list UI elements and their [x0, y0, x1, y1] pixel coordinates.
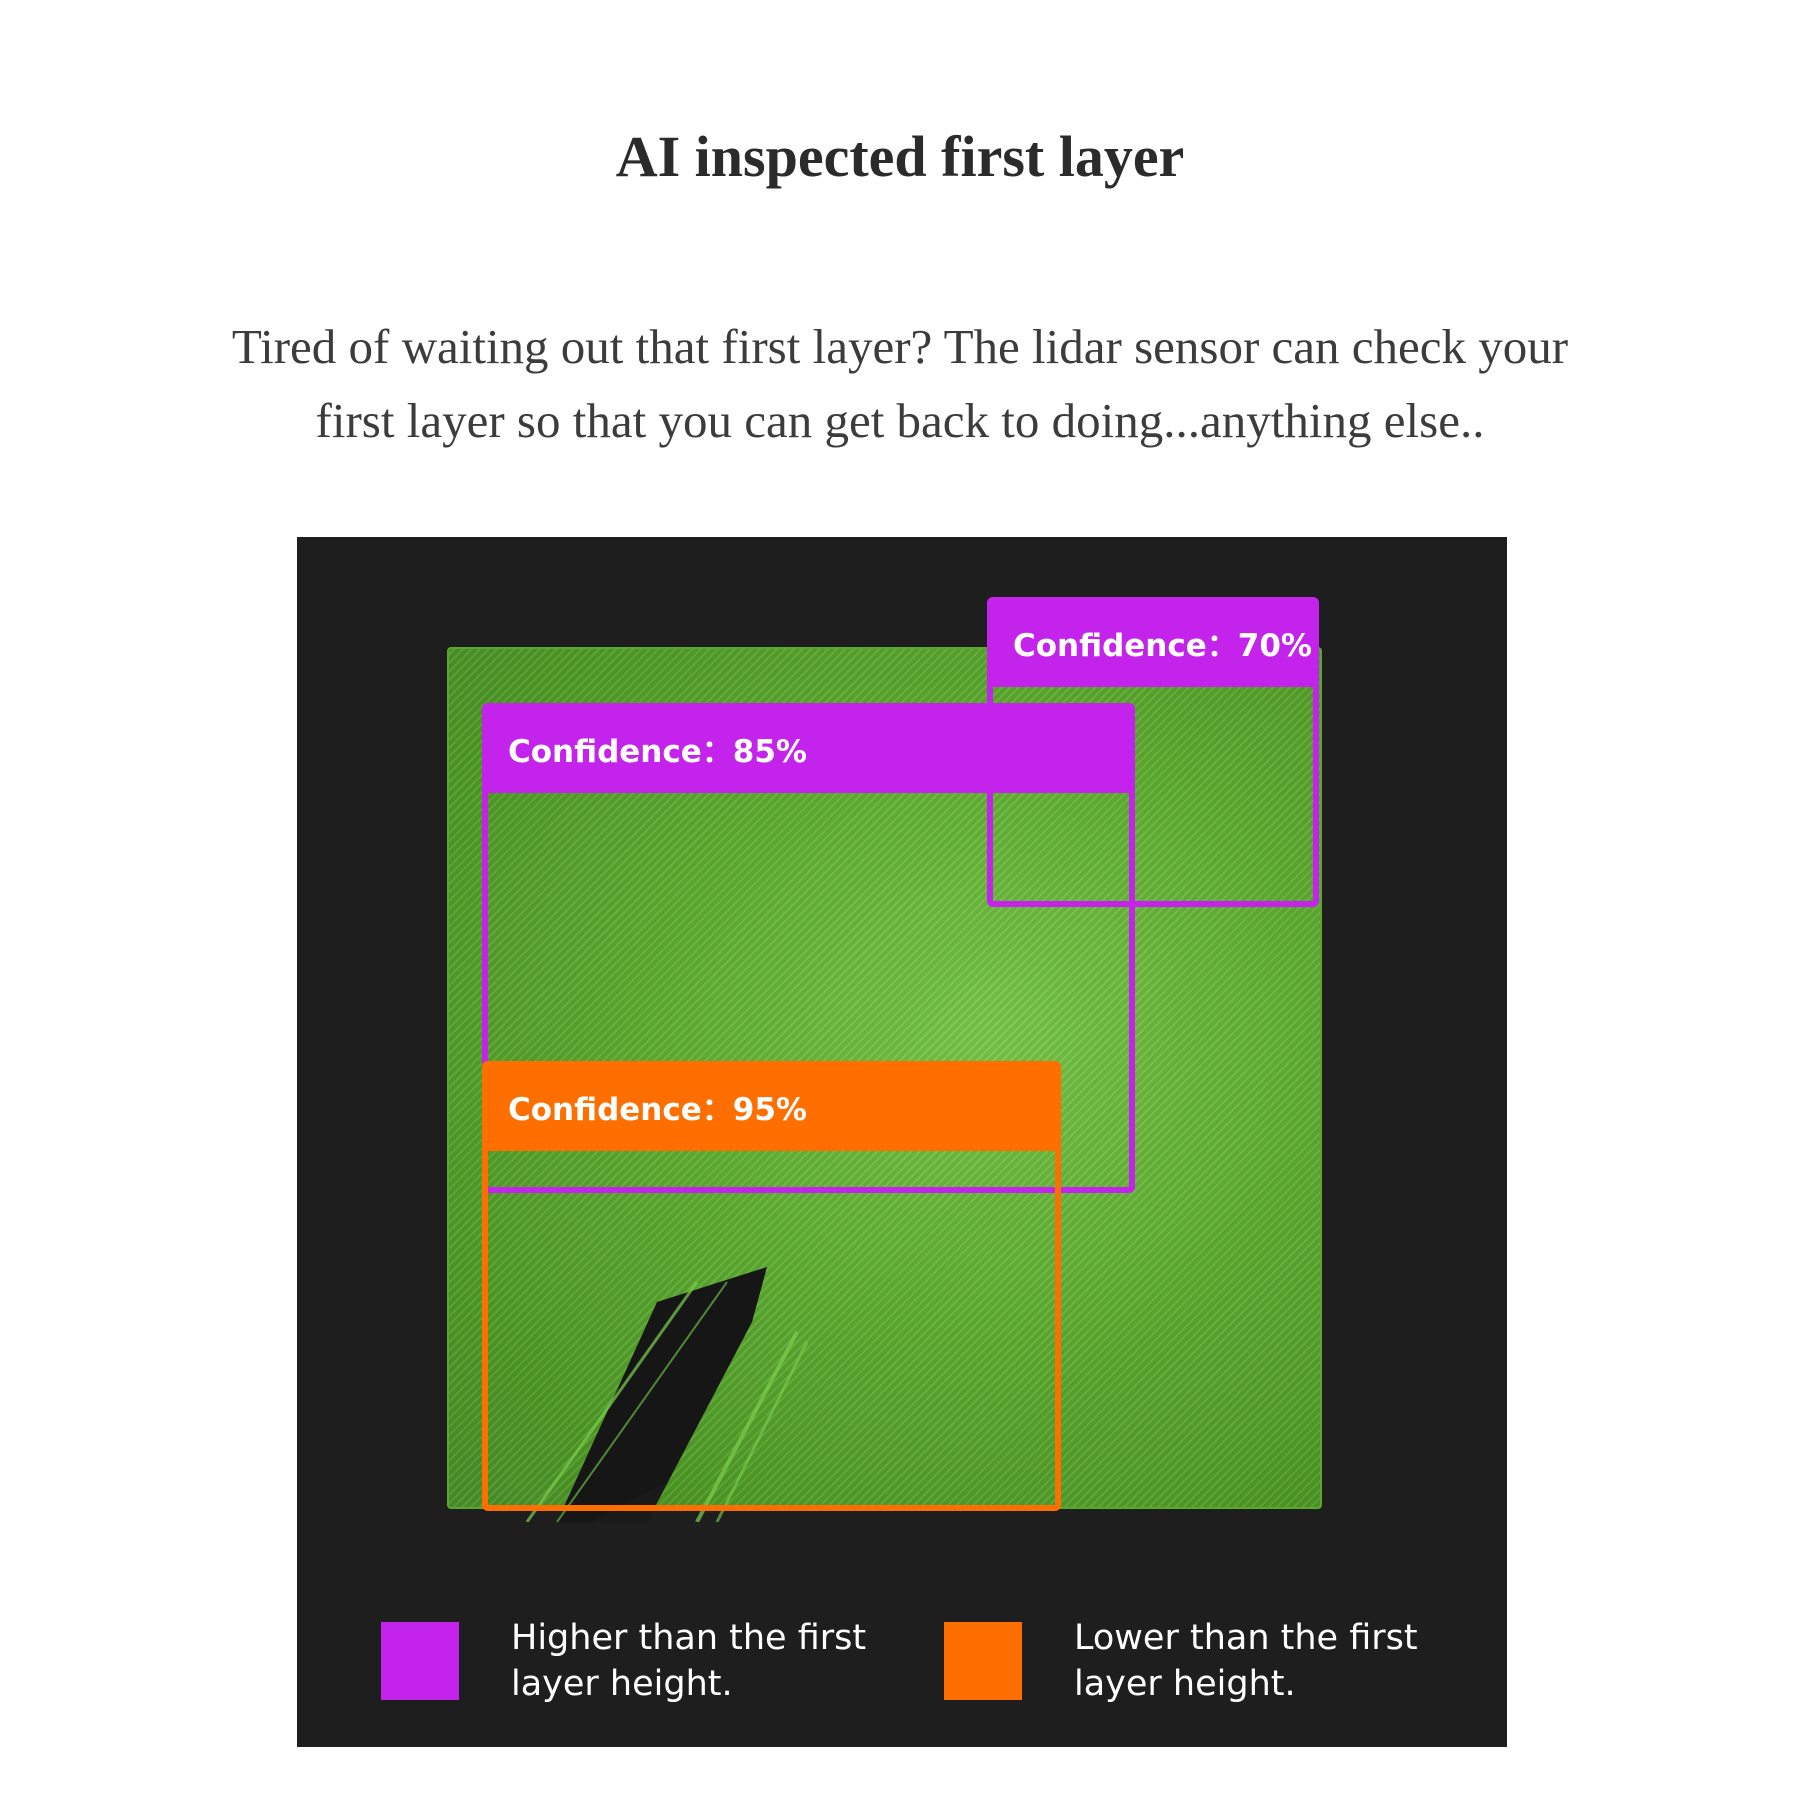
inspection-photo: Confidence：70% Confidence：85% Confidence…: [297, 537, 1507, 1747]
detection-label-95: Confidence：95%: [482, 1061, 1061, 1151]
intro-description: Tired of waiting out that first layer? T…: [231, 319, 1569, 448]
detection-box-70: Confidence：70%: [987, 597, 1319, 907]
detection-box-95: Confidence：95%: [482, 1061, 1061, 1511]
legend-label-higher: Higher than the first layer height.: [511, 1618, 867, 1704]
legend-swatch-higher: [381, 1622, 459, 1700]
legend-item-lower: Lower than the first layer height.: [944, 1615, 1454, 1707]
detection-box-85: Confidence：85%: [482, 703, 1135, 1193]
page-title: AI inspected first layer: [615, 124, 1185, 189]
detection-label-70: Confidence：70%: [987, 597, 1319, 687]
legend-swatch-lower: [944, 1622, 1022, 1700]
legend-item-higher: Higher than the first layer height.: [381, 1615, 891, 1707]
legend: Higher than the first layer height. Lowe…: [297, 1615, 1507, 1725]
under-extrusion-gap: [525, 1267, 809, 1522]
detection-label-85: Confidence：85%: [482, 703, 1135, 793]
legend-label-lower: Lower than the first layer height.: [1074, 1618, 1418, 1704]
